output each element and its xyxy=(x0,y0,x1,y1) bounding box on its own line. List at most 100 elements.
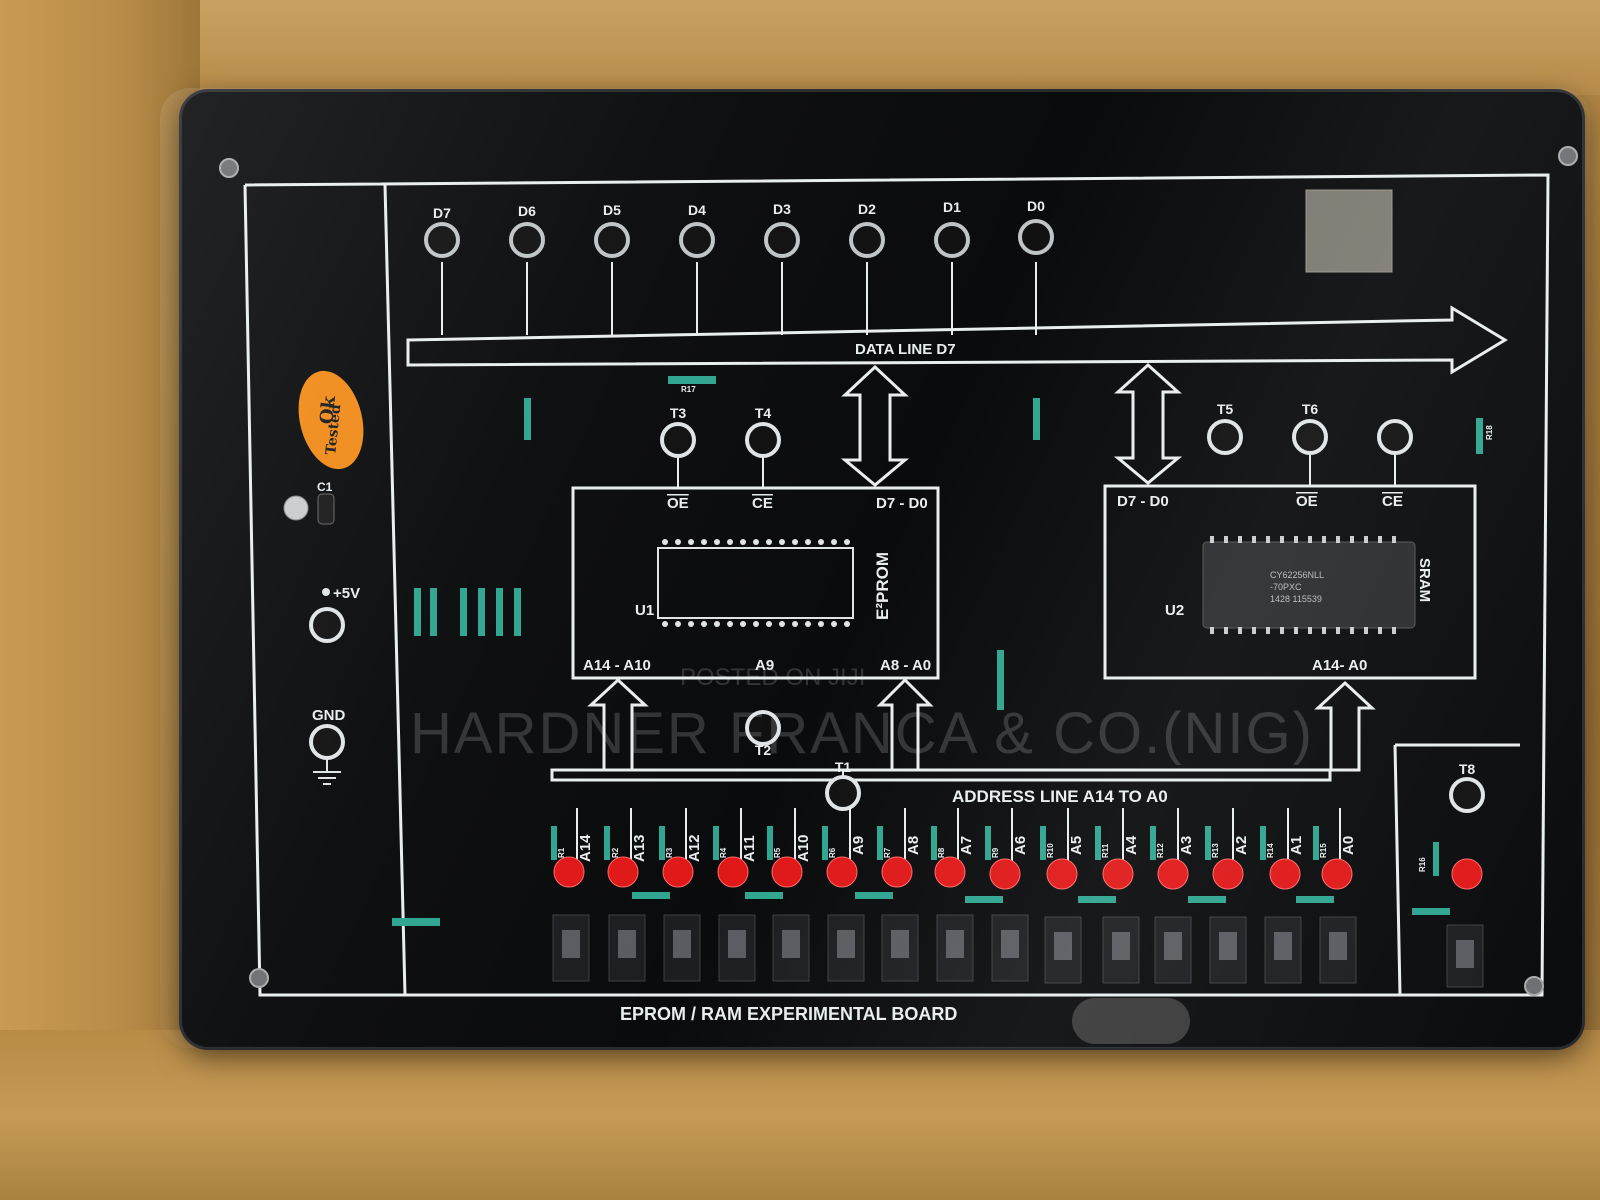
label-t5: T5 xyxy=(1217,401,1234,417)
eeprom-ref: U1 xyxy=(635,602,654,619)
addr-label-a7: A7 xyxy=(958,836,975,855)
res-label-r16: R16 xyxy=(1418,857,1427,872)
sram-chip-text-3: 1428 115539 xyxy=(1270,594,1322,604)
sticker-line-2: Tested xyxy=(322,403,345,456)
led-row xyxy=(553,856,1483,890)
socket-d4[interactable] xyxy=(679,222,715,258)
led-a13 xyxy=(607,856,639,888)
led-t8 xyxy=(1451,858,1483,890)
res-label-r15: R15 xyxy=(1319,843,1328,858)
addr-label-a0: A0 xyxy=(1340,836,1357,855)
label-d6: D6 xyxy=(518,203,536,219)
addr-label-a11: A11 xyxy=(741,835,758,862)
eeprom-addr-right: A8 - A0 xyxy=(880,657,931,674)
res-label-r3: R3 xyxy=(665,847,674,858)
cardboard-bottom-flap xyxy=(0,1030,1600,1200)
eeprom-ce-label: CE xyxy=(752,495,773,512)
test-point-t6[interactable] xyxy=(1292,419,1328,455)
address-line-label: ADDRESS LINE A14 TO A0 xyxy=(952,787,1168,806)
label-t6: T6 xyxy=(1302,401,1319,417)
sram-ce-label: CE xyxy=(1382,493,1403,510)
label-t3: T3 xyxy=(670,405,687,421)
address-resistors xyxy=(551,826,1450,915)
sram-oe-label: OE xyxy=(1296,493,1318,510)
eeprom-label: E²PROM xyxy=(873,552,892,620)
socket-d5[interactable] xyxy=(594,222,630,258)
led-a4 xyxy=(1102,858,1134,890)
test-point-t5[interactable] xyxy=(1207,419,1243,455)
sram-data-label: D7 - D0 xyxy=(1117,493,1169,510)
socket-d0[interactable] xyxy=(1018,219,1054,255)
res-label-r1: R1 xyxy=(557,847,566,858)
socket-plus-5v[interactable] xyxy=(309,607,345,643)
socket-d3[interactable] xyxy=(764,222,800,258)
led-a0 xyxy=(1321,858,1353,890)
sram-addr-label: A14- A0 xyxy=(1312,657,1367,674)
addr-label-a2: A2 xyxy=(1233,836,1250,855)
cap-label: C1 xyxy=(317,480,333,494)
addr-label-a1: A1 xyxy=(1288,836,1305,855)
cardboard-left-flap xyxy=(0,0,200,1200)
res-label-r9: R9 xyxy=(991,847,1000,858)
gnd-label: GND xyxy=(312,707,346,724)
capacitor-c1 xyxy=(283,495,309,521)
test-point-t3[interactable] xyxy=(660,422,696,458)
test-point-t8[interactable] xyxy=(1449,777,1485,813)
test-point-t1[interactable] xyxy=(825,775,861,811)
mounting-screws xyxy=(219,146,1578,996)
data-pin-sockets xyxy=(424,219,1054,258)
res-label-r12: R12 xyxy=(1156,843,1165,858)
eeprom-data-label: D7 - D0 xyxy=(876,495,928,512)
eeprom-socket-pins xyxy=(662,539,850,627)
eeprom-oe-label: OE xyxy=(667,495,689,512)
r17-label: R17 xyxy=(681,385,696,394)
sram-chip-text-2: -70PXC xyxy=(1270,582,1302,592)
switch-a9[interactable] xyxy=(827,914,865,982)
switch-a7[interactable] xyxy=(936,914,974,982)
addr-label-a6: A6 xyxy=(1012,836,1029,855)
sram-label: SRAM xyxy=(1416,558,1433,602)
addr-label-a9: A9 xyxy=(850,836,867,855)
test-point-ce[interactable] xyxy=(1377,419,1413,455)
resistor-array xyxy=(392,376,1483,926)
socket-d7[interactable] xyxy=(424,222,460,258)
label-d4: D4 xyxy=(688,202,706,218)
watermark-main: HARDNER FRANCA & CO.(NIG) xyxy=(410,701,1314,766)
data-line-label: DATA LINE D7 xyxy=(855,341,956,358)
led-a7 xyxy=(934,856,966,888)
screw-icon xyxy=(1524,976,1544,996)
addr-label-a8: A8 xyxy=(905,836,922,855)
socket-gnd[interactable] xyxy=(309,724,345,760)
addr-label-a3: A3 xyxy=(1178,836,1195,855)
label-d2: D2 xyxy=(858,201,876,217)
led-a11 xyxy=(717,856,749,888)
res-label-r2: R2 xyxy=(611,847,620,858)
led-a10 xyxy=(771,856,803,888)
socket-d2[interactable] xyxy=(849,222,885,258)
label-t1: T1 xyxy=(835,759,852,775)
test-point-t2[interactable] xyxy=(745,710,781,746)
res-label-r14: R14 xyxy=(1266,843,1275,858)
res-label-r4: R4 xyxy=(719,847,728,858)
res-label-r6: R6 xyxy=(828,847,837,858)
watermark-small: POSTED ON JIJI xyxy=(680,664,866,691)
eeprom-addr-left: A14 - A10 xyxy=(583,657,651,674)
board-title: EPROM / RAM EXPERIMENTAL BOARD xyxy=(620,1004,957,1024)
screw-icon xyxy=(1558,146,1578,166)
res-label-r5: R5 xyxy=(773,847,782,858)
r18-label: R18 xyxy=(1485,425,1494,440)
res-label-r11: R11 xyxy=(1101,843,1110,858)
res-label-r13: R13 xyxy=(1211,843,1220,858)
led-a2 xyxy=(1212,858,1244,890)
label-t2: T2 xyxy=(755,742,772,758)
led-a5 xyxy=(1046,858,1078,890)
label-t8: T8 xyxy=(1459,761,1476,777)
socket-d1[interactable] xyxy=(934,222,970,258)
sram-ref: U2 xyxy=(1165,602,1184,619)
test-point-t4[interactable] xyxy=(745,422,781,458)
screw-icon xyxy=(219,158,239,178)
socket-d6[interactable] xyxy=(509,222,545,258)
label-t4: T4 xyxy=(755,405,772,421)
